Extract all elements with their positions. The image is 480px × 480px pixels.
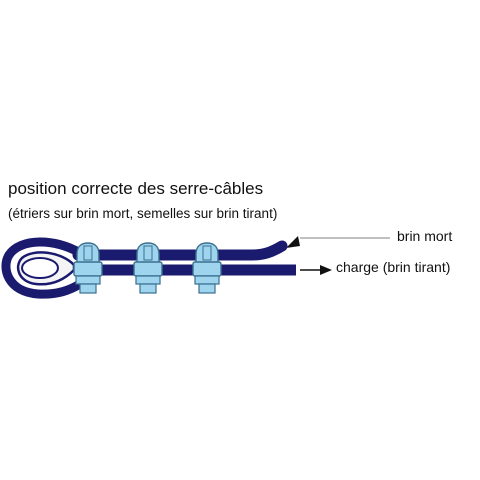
clamp-3 (192, 242, 222, 294)
dead-end-label: brin mort (397, 228, 453, 244)
saddle (133, 261, 163, 277)
diagram-title: position correcte des serre-câbles (8, 179, 264, 198)
thimble-hole (21, 257, 59, 279)
saddle-base (135, 275, 161, 285)
load-label: charge (brin tirant) (336, 259, 451, 275)
dead-end-strand (72, 240, 288, 261)
saddle (192, 261, 222, 277)
u-bolt-center (83, 245, 93, 261)
u-bolt-center (202, 245, 212, 261)
clamp-1 (73, 242, 103, 294)
clamps (73, 242, 222, 294)
load-arrowhead (320, 265, 332, 275)
saddle-base (194, 275, 220, 285)
nut (79, 283, 97, 294)
nut (139, 283, 157, 294)
clamp-2 (133, 242, 163, 294)
u-bolt-center (143, 245, 153, 261)
nut (198, 283, 216, 294)
cable-eye-loop (1, 237, 85, 299)
dead-end-arrowhead (286, 236, 300, 248)
diagram-subtitle: (étriers sur brin mort, semelles sur bri… (8, 206, 278, 221)
saddle (73, 261, 103, 277)
saddle-base (75, 275, 101, 285)
